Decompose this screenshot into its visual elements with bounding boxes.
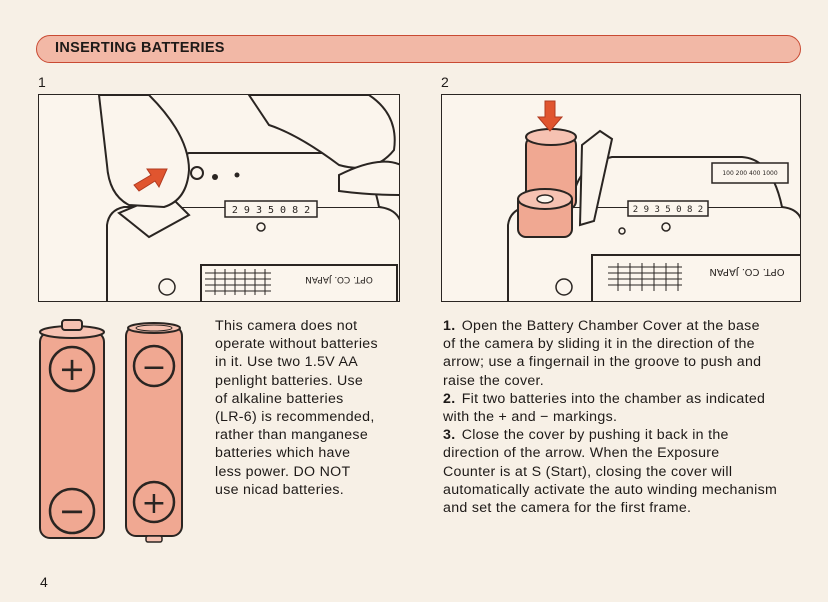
figure-2-illustration: 100 200 400 1000 2 9 3 5 0 8 2 OPT. CO. … bbox=[441, 94, 801, 302]
figure-2-camera-drawing: 100 200 400 1000 2 9 3 5 0 8 2 OPT. CO. … bbox=[507, 100, 800, 301]
figure-2-mark: OPT. CO. JAPAN bbox=[709, 266, 784, 277]
instruction-steps: 1. Open the Battery Chamber Cover at the… bbox=[443, 317, 813, 517]
intro-line: use nicad batteries. bbox=[215, 481, 345, 498]
intro-line: penlight batteries. Use bbox=[215, 372, 364, 389]
figure-2-dial-scale: 100 200 400 1000 bbox=[722, 170, 778, 177]
figure-1-number: 1 bbox=[38, 74, 46, 90]
step-2-line: 2. Fit two batteries into the chamber as… bbox=[443, 390, 766, 407]
step-1-line: of the camera by sliding it in the direc… bbox=[443, 336, 755, 353]
step-3-line: 3. Close the cover by pushing it back in… bbox=[443, 427, 729, 444]
intro-paragraph: This camera does not operate without bat… bbox=[215, 317, 415, 499]
figure-1-mark: OPT. CO. JAPAN bbox=[305, 274, 373, 284]
figure-1-camera-drawing: 2 9 3 5 0 8 2 OPT. CO. JAPAN bbox=[97, 95, 399, 301]
intro-line: in it. Use two 1.5V AA bbox=[215, 354, 359, 371]
step-3-line: and set the camera for the first frame. bbox=[443, 500, 692, 517]
figure-1-serial: 2 9 3 5 0 8 2 bbox=[232, 205, 310, 216]
step-1-line: raise the cover. bbox=[443, 372, 545, 389]
step-3-line: Counter is at S (Start), closing the cov… bbox=[443, 463, 733, 480]
step-3-line: automatically activate the auto winding … bbox=[443, 481, 778, 498]
minus-sign-icon: − bbox=[59, 492, 86, 530]
figure-1-illustration: 2 9 3 5 0 8 2 OPT. CO. JAPAN bbox=[38, 94, 400, 302]
step-number: 1. bbox=[443, 318, 456, 334]
battery-left: + − bbox=[39, 319, 105, 539]
plus-sign-icon: + bbox=[59, 350, 86, 388]
step-3-line: direction of the arrow. When the Exposur… bbox=[443, 445, 720, 462]
figure-2-serial: 2 9 3 5 0 8 2 bbox=[633, 205, 703, 215]
page-number: 4 bbox=[40, 574, 48, 590]
intro-line: operate without batteries bbox=[215, 336, 378, 353]
battery-right: − + bbox=[125, 322, 183, 543]
step-number: 2. bbox=[443, 390, 456, 407]
insert-arrow-icon bbox=[536, 100, 564, 132]
intro-line: This camera does not bbox=[215, 318, 358, 334]
slide-arrow-icon bbox=[133, 168, 168, 192]
intro-line: less power. DO NOT bbox=[215, 463, 351, 480]
intro-line: of alkaline batteries bbox=[215, 390, 344, 407]
intro-line: (LR-6) is recommended, bbox=[215, 409, 375, 426]
step-1-line: 1. Open the Battery Chamber Cover at the… bbox=[443, 318, 760, 334]
section-title: INSERTING BATTERIES bbox=[55, 40, 225, 56]
step-number: 3. bbox=[443, 427, 456, 444]
figure-2-number: 2 bbox=[441, 74, 449, 90]
minus-sign-icon: − bbox=[141, 350, 166, 385]
section-header-bar: INSERTING BATTERIES bbox=[36, 35, 801, 63]
step-2-line: with the + and − markings. bbox=[443, 409, 618, 426]
battery-polarity-illustration: + − − + bbox=[39, 319, 183, 543]
step-1-line: arrow; use a fingernail in the groove to… bbox=[443, 354, 762, 371]
intro-line: batteries which have bbox=[215, 445, 351, 462]
plus-sign-icon: + bbox=[141, 486, 166, 521]
intro-line: rather than manganese bbox=[215, 427, 369, 444]
